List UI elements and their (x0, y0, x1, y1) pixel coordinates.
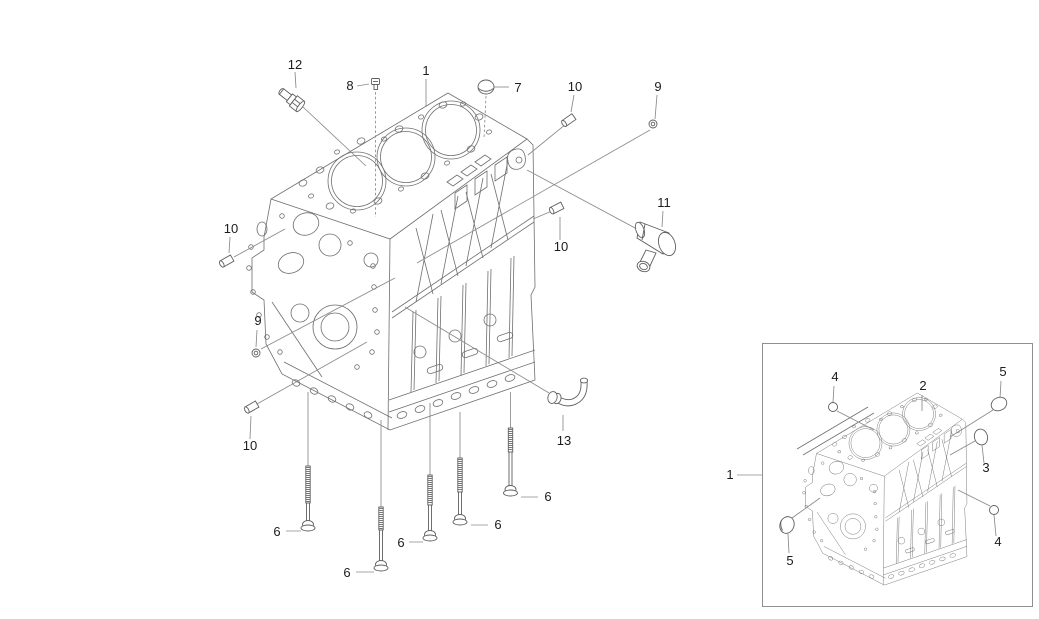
callout-10-mid: 10 (554, 239, 568, 254)
leader-lines-inset (737, 380, 1002, 554)
inset-parts (779, 396, 1008, 534)
bolt (452, 412, 468, 526)
side-webs (415, 159, 509, 303)
pan-rail-slots (396, 374, 516, 419)
callout-6-4: 6 (494, 517, 501, 532)
part-pipe-13 (547, 377, 589, 407)
callout-labels-main: 12 8 1 7 10 9 11 10 10 9 10 13 6 6 6 6 6 (224, 57, 671, 580)
bolt (422, 403, 438, 542)
bolt (503, 392, 518, 497)
callout-9-left: 9 (254, 313, 261, 328)
callout-6-3: 6 (397, 535, 404, 550)
deck-holes (298, 101, 492, 214)
callout-13: 13 (557, 433, 571, 448)
part-plug-9 (251, 348, 261, 358)
inset-callout-4-bottom: 4 (994, 534, 1001, 549)
part-plug-5 (990, 396, 1008, 412)
part-plug-9 (648, 119, 658, 129)
callout-6-5: 6 (544, 489, 551, 504)
flange-bolts (300, 392, 518, 572)
inset-callout-2: 2 (919, 378, 926, 393)
part-dowel-pin-10 (219, 254, 235, 268)
callout-10-top: 10 (568, 79, 582, 94)
callout-6-1: 6 (273, 524, 280, 539)
inset-gasket-plane-lines (796, 406, 875, 456)
callout-12: 12 (288, 57, 302, 72)
leader-lines-main (228, 71, 664, 573)
part-screw-8 (371, 78, 380, 90)
front-face-holes (246, 213, 380, 370)
part-fitting-12 (278, 88, 306, 113)
cylinder-block-drawing (246, 92, 536, 431)
inset-callout-4-top: 4 (831, 369, 838, 384)
callout-1: 1 (422, 63, 429, 78)
callout-10-lower: 10 (243, 438, 257, 453)
part-dowel-pin-10 (244, 400, 260, 414)
inset-callout-5-top: 5 (999, 364, 1006, 379)
side-ribs (410, 255, 515, 393)
part-oring-3 (973, 428, 989, 446)
bolt (300, 392, 316, 532)
rail-slots-left (291, 379, 373, 419)
bolt (373, 420, 389, 572)
inset-callout-3: 3 (982, 460, 989, 475)
part-cup-plug-7 (477, 79, 495, 95)
callout-7: 7 (514, 80, 521, 95)
part-plug-4 (828, 402, 838, 412)
callout-6-2: 6 (343, 565, 350, 580)
callout-11: 11 (657, 195, 671, 210)
inset-view-border (762, 343, 1033, 607)
part-dowel-pin-10 (548, 201, 565, 215)
callout-10-left: 10 (224, 221, 238, 236)
part-plug-4 (989, 505, 999, 515)
callout-8: 8 (346, 78, 353, 93)
inset-callout-1: 1 (726, 467, 733, 482)
part-elbow-connector-11 (634, 221, 677, 273)
inset-callout-5-bottom: 5 (786, 553, 793, 568)
callout-labels-inset: 1 4 2 5 3 4 5 (726, 364, 1006, 568)
callout-9-top: 9 (654, 79, 661, 94)
inset-cylinder-block-drawing (802, 392, 968, 586)
part-dowel-pin-10 (561, 113, 577, 127)
